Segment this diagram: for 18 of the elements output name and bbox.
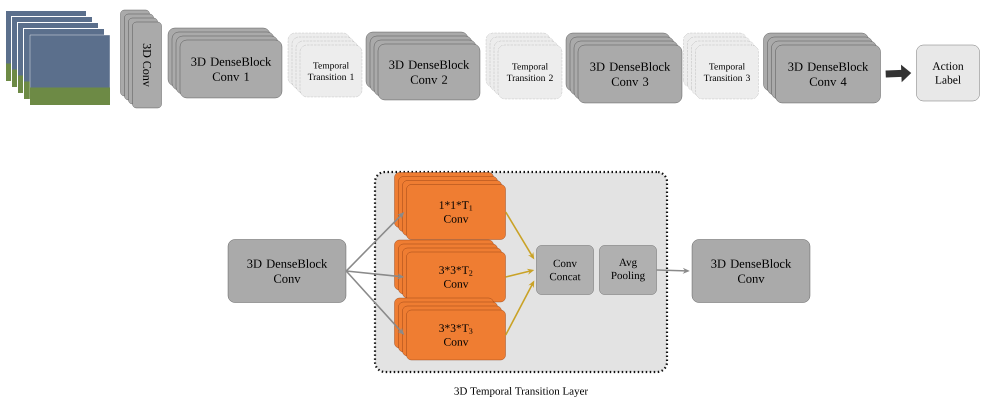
conv-kernel-box: 3*3*T$_{3}$ Conv: [394, 298, 506, 360]
conv-kernel-box: 1*1*T$_{1}$ Conv: [394, 172, 506, 240]
dense-block-box: 3D DenseBlock Conv: [692, 239, 810, 303]
operation-box: Conv Concat: [536, 245, 594, 295]
output-box: Action Label: [916, 44, 980, 102]
transition-box: Temporal Transition 3: [683, 32, 759, 100]
dense-block-box: 3D DenseBlock Conv 4: [763, 32, 881, 104]
dense-block-box: 3D DenseBlock Conv 1: [168, 28, 282, 98]
photo-stack: [5, 10, 110, 106]
conv-kernel-box: 3*3*T$_{2}$ Conv: [394, 240, 506, 302]
transition-box: Temporal Transition 2: [486, 32, 562, 100]
node-label: 3D Temporal Transition Layer: [454, 387, 588, 397]
dense-block-box: 3D DenseBlock Conv: [228, 239, 346, 303]
dense-block-box: 3D DenseBlock Conv 2: [366, 32, 480, 100]
conv-layer-box: 3D Conv: [120, 10, 162, 108]
operation-box: Avg Pooling: [599, 245, 657, 295]
transition-box: Temporal Transition 1: [288, 32, 362, 98]
dense-block-box: 3D DenseBlock Conv 3: [566, 32, 682, 104]
